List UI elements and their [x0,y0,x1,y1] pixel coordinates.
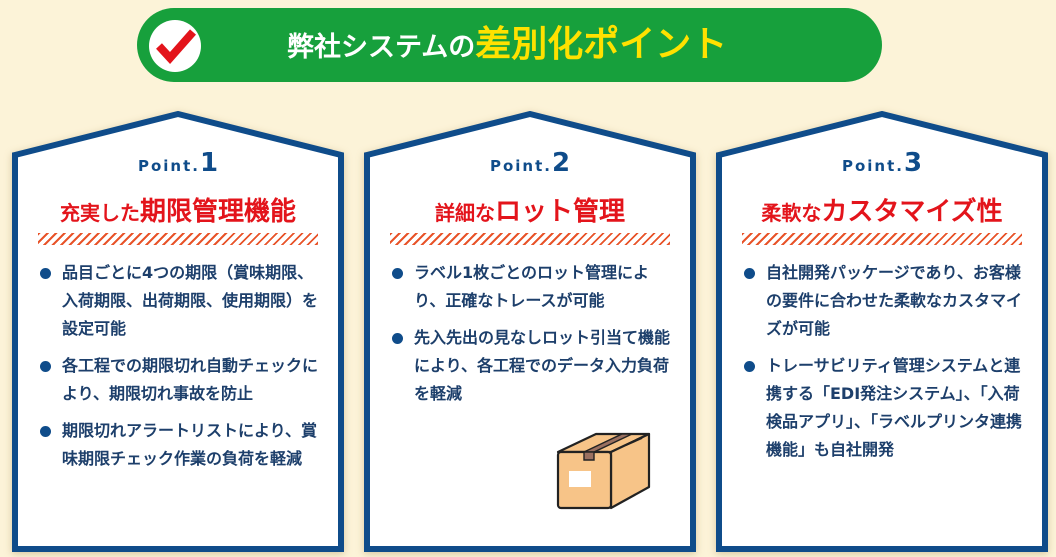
bullet-item: 品目ごとに4つの期限（賞味期限、入荷期限、出荷期限、使用期限）を設定可能 [40,259,325,343]
title-highlight: 差別化ポイント [475,24,728,65]
card-title-small: 柔軟な [761,201,822,225]
card-frame [716,111,1048,552]
bullet-item: 各工程での期限切れ自動チェックにより、期限切れ事故を防止 [40,352,325,408]
bullet-list: 品目ごとに4つの期限（賞味期限、入荷期限、出荷期限、使用期限）を設定可能 各工程… [40,259,325,482]
hatch-divider [390,233,670,245]
bullet-dot-icon [40,361,51,372]
point-card-2: Point.2 詳細なロット管理 ラベル1枚ごとのロット管理により、正確なトレー… [364,111,696,552]
bullet-dot-icon [744,268,755,279]
bullet-dot-icon [744,361,755,372]
bullet-list: 自社開発パッケージであり、お客様の要件に合わせた柔軟なカスタマイズが可能 トレー… [744,259,1029,473]
bullet-item: 期限切れアラートリストにより、賞味期限チェック作業の負荷を軽減 [40,417,325,473]
card-title-big: カスタマイズ性 [821,197,1003,227]
cardboard-box-icon [524,431,664,515]
point-prefix: Point. [841,157,904,175]
bullet-item: 先入先出の見なしロット引当て機能により、各工程でのデータ入力負荷を軽減 [392,324,677,408]
point-card-3: Point.3 柔軟なカスタマイズ性 自社開発パッケージであり、お客様の要件に合… [716,111,1048,552]
page-title: 弊社システムの差別化ポイント [287,8,727,82]
card-title-big: ロット管理 [494,197,625,227]
card-title-small: 充実した [59,201,140,225]
point-prefix: Point. [489,157,552,175]
bullet-item: 自社開発パッケージであり、お客様の要件に合わせた柔軟なカスタマイズが可能 [744,259,1029,343]
card-frame [12,111,344,552]
point-label: Point.1 [12,148,344,178]
card-title: 詳細なロット管理 [364,191,696,228]
point-label: Point.3 [716,148,1048,178]
card-title-small: 詳細な [434,201,495,225]
hatch-divider [38,233,318,245]
point-prefix: Point. [137,157,200,175]
point-number: 2 [551,148,571,178]
hatch-divider [742,233,1022,245]
point-card-1: Point.1 充実した期限管理機能 品目ごとに4つの期限（賞味期限、入荷期限、… [12,111,344,552]
bullet-dot-icon [392,333,403,344]
bullet-dot-icon [40,268,51,279]
bullet-item: ラベル1枚ごとのロット管理により、正確なトレースが可能 [392,259,677,315]
bullet-list: ラベル1枚ごとのロット管理により、正確なトレースが可能 先入先出の見なしロット引… [392,259,677,417]
bullet-dot-icon [40,426,51,437]
header-banner: 弊社システムの差別化ポイント [137,8,882,82]
point-number: 3 [903,148,923,178]
point-number: 1 [199,148,219,178]
checkmark-icon [149,20,201,72]
title-prefix: 弊社システムの [287,32,476,63]
card-title-big: 期限管理機能 [139,197,296,227]
card-title: 充実した期限管理機能 [12,191,344,228]
point-label: Point.2 [364,148,696,178]
bullet-dot-icon [392,268,403,279]
card-title: 柔軟なカスタマイズ性 [716,191,1048,228]
bullet-item: トレーサビリティ管理システムと連携する「EDI発注システム」、「入荷検品アプリ」… [744,352,1029,464]
